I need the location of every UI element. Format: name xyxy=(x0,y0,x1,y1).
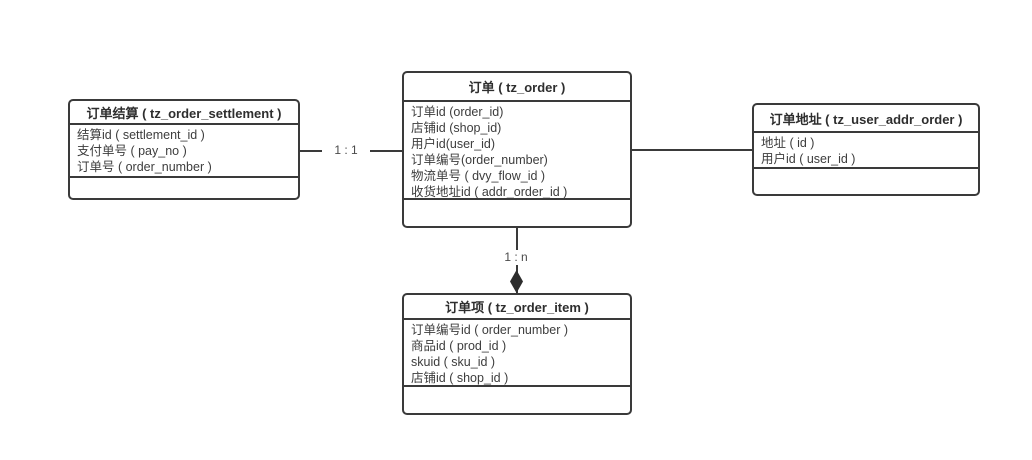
relation-line-order-address xyxy=(632,149,752,151)
entity-tz-order-settlement[interactable]: 订单结算 ( tz_order_settlement ) 结算id ( sett… xyxy=(68,99,300,200)
field-row: 结算id ( settlement_id ) xyxy=(77,128,205,142)
entity-empty-section xyxy=(404,200,630,226)
entity-tz-user-addr-order[interactable]: 订单地址 ( tz_user_addr_order ) 地址 ( id ) 用户… xyxy=(752,103,980,196)
entity-tz-order-item[interactable]: 订单项 ( tz_order_item ) 订单编号id ( order_num… xyxy=(402,293,632,415)
field-row: 订单编号id ( order_number ) xyxy=(411,323,568,337)
field-row: 订单编号(order_number) xyxy=(411,153,548,167)
filled-diamond-arrow-icon xyxy=(510,270,523,293)
relation-label-1-1: 1 : 1 xyxy=(322,143,370,158)
field-row: 订单id (order_id) xyxy=(411,105,504,119)
entity-field-list: 订单id (order_id) 店铺id (shop_id) 用户id(user… xyxy=(404,102,630,200)
entity-title: 订单地址 ( tz_user_addr_order ) xyxy=(754,105,978,133)
field-row: skuid ( sku_id ) xyxy=(411,355,496,369)
entity-field-list: 结算id ( settlement_id ) 支付单号 ( pay_no ) 订… xyxy=(70,125,298,178)
entity-empty-section xyxy=(754,169,978,194)
field-row: 商品id ( prod_id ) xyxy=(411,339,507,353)
relation-label-1-n: 1 : n xyxy=(493,250,539,265)
field-row: 用户id ( user_id ) xyxy=(761,152,856,166)
field-row: 用户id(user_id) xyxy=(411,137,496,151)
entity-title: 订单结算 ( tz_order_settlement ) xyxy=(70,101,298,125)
entity-tz-order[interactable]: 订单 ( tz_order ) 订单id (order_id) 店铺id (sh… xyxy=(402,71,632,228)
entity-empty-section xyxy=(70,178,298,198)
field-row: 店铺id (shop_id) xyxy=(411,121,502,135)
entity-title: 订单项 ( tz_order_item ) xyxy=(404,295,630,320)
field-row: 订单号 ( order_number ) xyxy=(77,160,212,174)
entity-field-list: 地址 ( id ) 用户id ( user_id ) xyxy=(754,133,978,169)
field-row: 物流单号 ( dvy_flow_id ) xyxy=(411,169,546,183)
field-row: 收货地址id ( addr_order_id ) xyxy=(411,185,568,199)
field-row: 地址 ( id ) xyxy=(761,136,815,150)
field-row: 支付单号 ( pay_no ) xyxy=(77,144,187,158)
entity-field-list: 订单编号id ( order_number ) 商品id ( prod_id )… xyxy=(404,320,630,387)
field-row: 店铺id ( shop_id ) xyxy=(411,371,509,385)
entity-title: 订单 ( tz_order ) xyxy=(404,73,630,102)
entity-empty-section xyxy=(404,387,630,413)
